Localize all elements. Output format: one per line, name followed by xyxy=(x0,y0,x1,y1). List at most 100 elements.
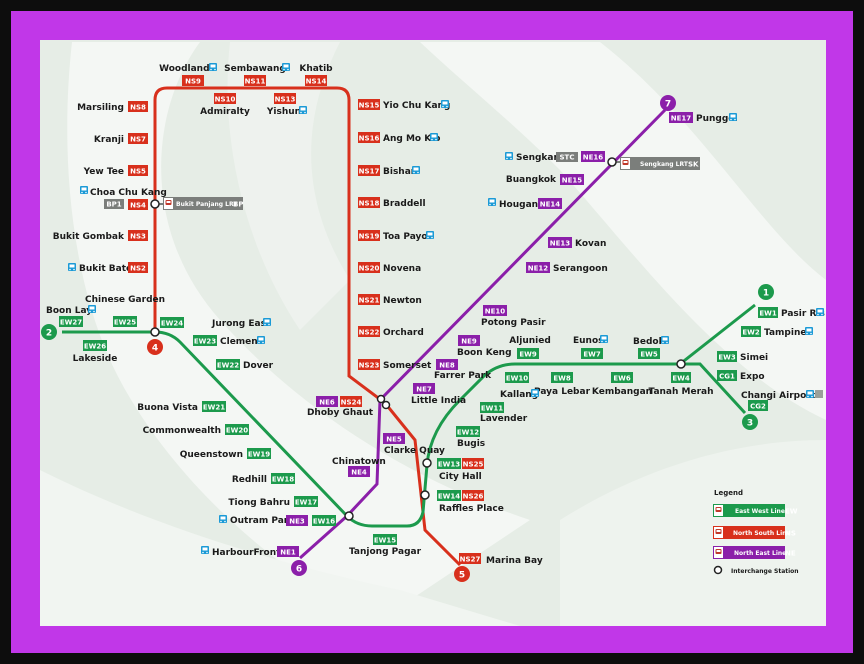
bus-icon xyxy=(805,327,813,335)
station-code: NE1 xyxy=(280,549,296,557)
lrt-short-code: SK xyxy=(688,161,699,169)
station-NS24[interactable]: NS24 xyxy=(340,396,362,407)
bus-icon xyxy=(209,63,217,71)
station-code: NE7 xyxy=(416,386,432,394)
station-code: NE9 xyxy=(461,338,477,346)
station-code: EW2 xyxy=(742,329,760,337)
station-name: Tanjong Pagar xyxy=(349,547,422,557)
station-name: Marsiling xyxy=(77,103,124,113)
station-code: EW19 xyxy=(248,451,270,459)
station-name: Bishan xyxy=(383,167,417,177)
station-name: Braddell xyxy=(383,199,426,209)
station-code: EW16 xyxy=(313,518,335,526)
lrt-code: BP1 xyxy=(106,201,121,209)
station-code: NE3 xyxy=(289,518,305,526)
station-code: NS4 xyxy=(130,202,146,210)
station-EW19[interactable]: Queenstown EW19 xyxy=(180,448,271,460)
station-name: Serangoon xyxy=(553,264,608,274)
bus-icon xyxy=(282,63,290,71)
station-name: Bukit Batok xyxy=(79,264,139,274)
north-south-line-route xyxy=(153,86,462,567)
train-lines xyxy=(62,86,756,567)
station-code: NS9 xyxy=(185,78,201,86)
station-name: Chinatown xyxy=(332,457,386,467)
station-code: NS11 xyxy=(245,78,266,86)
station-NS26[interactable]: NS26 xyxy=(462,490,484,501)
station-name: Outram Park xyxy=(230,516,295,526)
station-name: Queenstown xyxy=(180,450,243,460)
station-code: NE15 xyxy=(562,177,583,185)
station-name: Boon Keng xyxy=(457,348,512,358)
train-icon xyxy=(714,505,723,516)
station-NE3[interactable]: NE3 xyxy=(286,515,308,526)
plus-icon xyxy=(815,390,823,398)
station-EW16[interactable]: Outram Park EW16 xyxy=(219,511,354,526)
interchange-marker xyxy=(150,327,160,337)
station-NS25[interactable]: NS25 xyxy=(462,458,484,469)
station-code: EW25 xyxy=(114,319,136,327)
